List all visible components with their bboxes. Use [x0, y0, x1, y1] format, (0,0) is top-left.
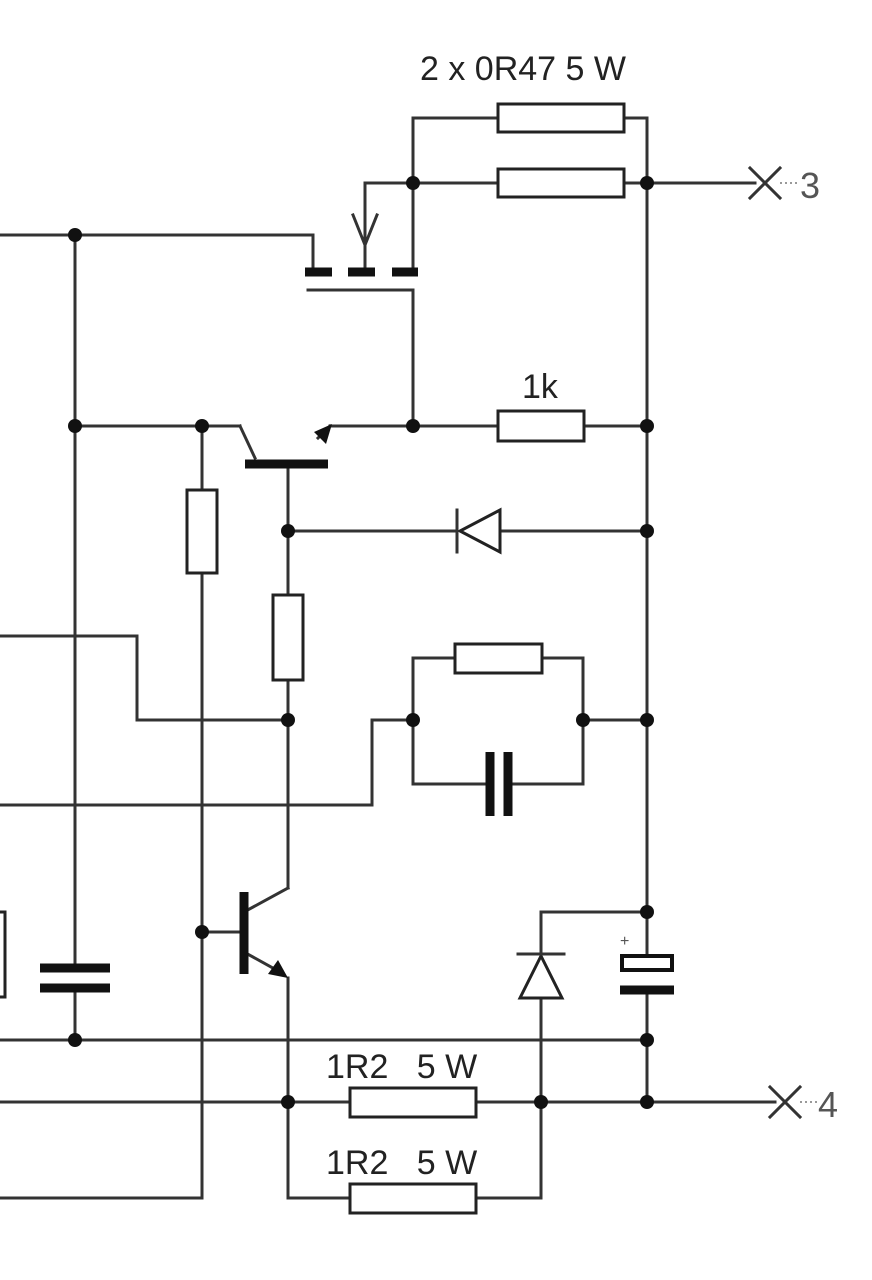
- resistor-0r47-a: [496, 102, 626, 134]
- resistor-1k: [496, 409, 586, 443]
- resistor-0r47-b: [496, 167, 626, 199]
- terminal-3-cross: [747, 165, 800, 201]
- resistor-1r2-b: [348, 1182, 478, 1215]
- resistor-left-edge: [0, 910, 7, 999]
- resistor-center-vertical: [271, 593, 305, 682]
- capacitor-rc: [485, 752, 513, 816]
- wires: [0, 116, 777, 1200]
- upper-transistor: [245, 424, 332, 469]
- lower-transistor: [239, 892, 288, 978]
- capacitor-left: [40, 963, 110, 993]
- label-terminal-4: 4: [818, 1084, 838, 1125]
- electrolytic-capacitor: [620, 954, 674, 995]
- resistor-rc: [453, 642, 544, 675]
- label-1k: 1k: [522, 368, 559, 406]
- label-top-resistors: 2 x 0R47 5 W: [420, 50, 626, 88]
- label-terminal-3: 3: [800, 165, 820, 206]
- resistor-left-vertical: [185, 488, 219, 575]
- terminal-4-cross: [767, 1084, 820, 1120]
- mosfet: [305, 213, 418, 292]
- junction-dots: [68, 176, 654, 1109]
- resistor-1r2-a: [348, 1086, 478, 1119]
- zener-diode: [516, 952, 566, 1000]
- label-1r2-a: 1R2 5 W: [326, 1048, 477, 1086]
- diode: [455, 507, 502, 555]
- label-1r2-b: 1R2 5 W: [326, 1144, 477, 1182]
- label-cap-plus: +: [620, 933, 629, 950]
